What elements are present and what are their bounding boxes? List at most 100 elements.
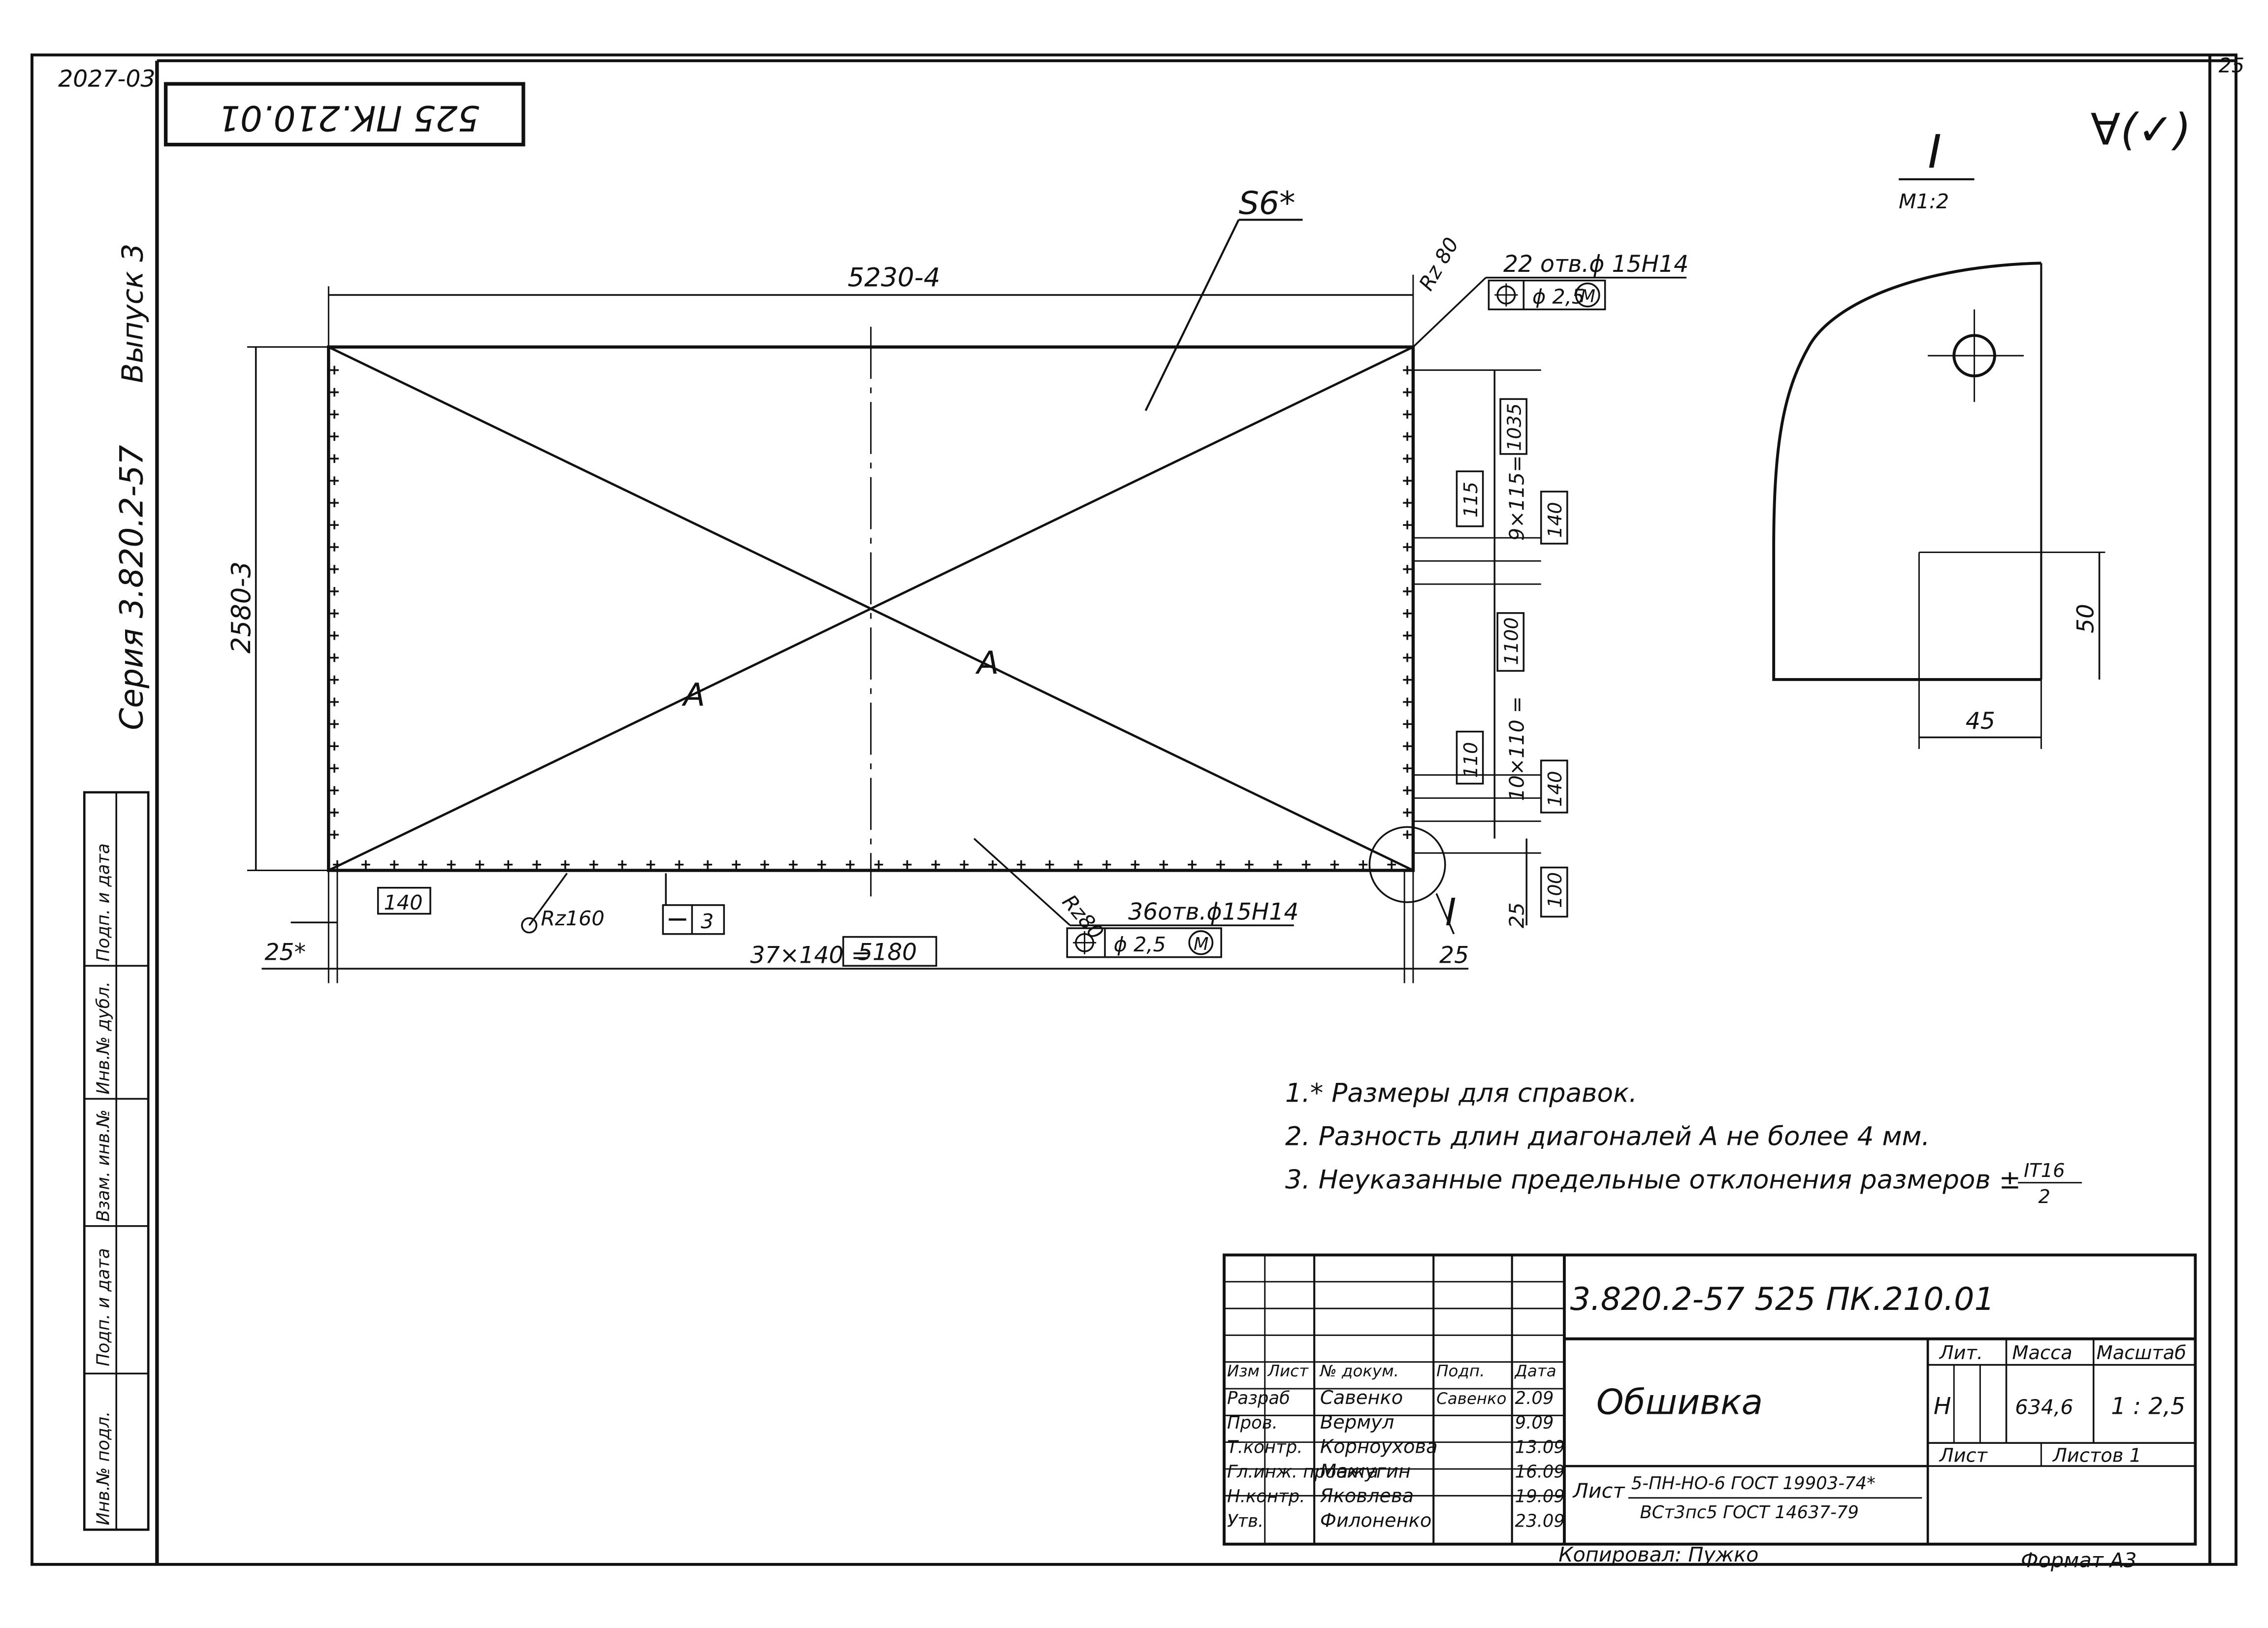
hole-mark (1403, 609, 1412, 618)
hole-mark (760, 860, 769, 869)
part-name: Обшивка (1596, 1382, 1763, 1423)
tb-name: Мажугин (1320, 1461, 1411, 1483)
copied-by: Копировал: Пужко (1558, 1543, 1758, 1566)
hole-mark (504, 860, 513, 869)
hole-mark (330, 786, 339, 795)
tb-date: 2.09 (1515, 1388, 1554, 1408)
hole-mark (817, 860, 826, 869)
note-2: 2. Разность длин диагоналей А не более 4… (1285, 1121, 1930, 1151)
sheet-number: 25 (2219, 54, 2245, 77)
tb-sign: Савенко (1436, 1389, 1506, 1408)
tb-role: Разраб (1227, 1388, 1290, 1408)
scale-value: 1 : 2,5 (2111, 1393, 2185, 1420)
roughness-symbol: ∀(✓) (2091, 104, 2191, 155)
series-label: Серия 3.820.2-57 (113, 445, 150, 730)
note-3-fraction-top: IT16 (2024, 1160, 2065, 1182)
dim-100: 100 (1544, 872, 1566, 908)
title-block: 3.820.2-57 525 ПК.210.01 Обшивка Лит. Ма… (1223, 1253, 2197, 1546)
hole-mark (1301, 860, 1311, 869)
hole-mark (330, 631, 339, 640)
hole-mark (1403, 388, 1412, 397)
rotated-code: 525 ПК.210.01 (218, 98, 480, 138)
tb-header-izm: Изм (1227, 1362, 1260, 1380)
left-stamp: Инв.№ подл. Подп. и дата Взам. инв.№ Инв… (83, 791, 150, 1531)
hole-mark (1403, 742, 1412, 751)
hole-mark (330, 432, 339, 441)
hole-mark (1403, 432, 1412, 441)
hole-mark (330, 609, 339, 618)
tb-role: Гл.инж. проекта (1227, 1462, 1378, 1482)
hole-mark (1403, 498, 1412, 507)
hole-mark (1102, 860, 1111, 869)
material-prefix: Лист (1572, 1479, 1625, 1503)
diag-label-right: A (975, 645, 999, 682)
plate-view: A A (327, 326, 1415, 897)
hole-mark (675, 860, 684, 869)
hole-mark (589, 860, 598, 869)
detail-view: I М1:2 50 45 (1772, 126, 2106, 749)
hole-mark (1387, 860, 1396, 869)
hole-mark (1017, 860, 1026, 869)
hole-mark (1403, 719, 1412, 729)
hole-mark (561, 860, 570, 869)
detail-title: I (1928, 126, 1942, 179)
hole-mark (330, 543, 339, 552)
hole-mark (1045, 860, 1054, 869)
hole-mark (532, 860, 541, 869)
hole-mark (1403, 410, 1412, 419)
tb-name: Вермул (1320, 1411, 1394, 1433)
hole-mark (330, 764, 339, 773)
dim-140-top: 140 (1544, 502, 1566, 538)
roughness-rz80-bottom: Rz80 (1058, 890, 1108, 944)
note-3: 3. Неуказанные предельные отклонения раз… (1285, 1165, 2021, 1195)
detail-dim-45: 45 (1966, 708, 1995, 735)
roughness-bottom: Rz160 (541, 907, 604, 930)
hole-mark (903, 860, 912, 869)
hole-mark (1216, 860, 1225, 869)
hole-mark (732, 860, 741, 869)
tb-role: Т.контр. (1227, 1437, 1303, 1458)
hole-mark (1403, 653, 1412, 662)
hole-mark (330, 742, 339, 751)
material-bottom: ВСт3пс5 ГОСТ 14637-79 (1640, 1502, 1858, 1523)
hole-mark (330, 675, 339, 684)
tb-role: Пров. (1227, 1413, 1278, 1433)
hole-mark (1403, 830, 1412, 839)
hole-mark (874, 860, 883, 869)
holes-right-note: 22 отв.ϕ 15H14 (1503, 251, 1688, 278)
hole-mark (330, 388, 339, 397)
hole-mark (330, 454, 339, 463)
tb-name: Яковлева (1320, 1485, 1414, 1507)
hole-mark (931, 860, 940, 869)
detail-dim-50: 50 (2073, 604, 2100, 633)
hole-mark (330, 653, 339, 662)
detail-scale: М1:2 (1899, 190, 1949, 213)
stamp-inv: Инв.№ подл. (93, 1411, 113, 1526)
hole-mark (1403, 675, 1412, 684)
document-code: 3.820.2-57 525 ПК.210.01 (1570, 1281, 1995, 1318)
outer-frame (31, 53, 2237, 1566)
hole-mark (330, 498, 339, 507)
hole-mark (330, 476, 339, 486)
roughness-top: Rz 80 (1414, 233, 1463, 294)
hole-mark (1403, 697, 1412, 707)
hole-mark (1131, 860, 1140, 869)
right-dimension-chain: 1035 9×115= 115 140 1100 10×110 = 110 14… (1413, 369, 1568, 928)
hole-mark (1073, 860, 1083, 869)
dim-10x110: 10×110 = (1505, 696, 1528, 801)
hole-mark (646, 860, 655, 869)
dim-5180: 5180 (858, 939, 917, 966)
hole-mark (330, 719, 339, 729)
hole-mark (617, 860, 627, 869)
hole-mark (1403, 565, 1412, 574)
holes-left-edge (330, 365, 339, 839)
tb-header-sign: Подп. (1436, 1362, 1485, 1380)
hole-mark (1359, 860, 1368, 869)
corner-number: 2027-03 (58, 65, 155, 93)
notes: 1.* Размеры для справок. 2. Разность дли… (1285, 1078, 2082, 1208)
hole-mark (1188, 860, 1197, 869)
hole-mark (1244, 860, 1254, 869)
hole-mark (988, 860, 997, 869)
hole-mark (447, 860, 456, 869)
